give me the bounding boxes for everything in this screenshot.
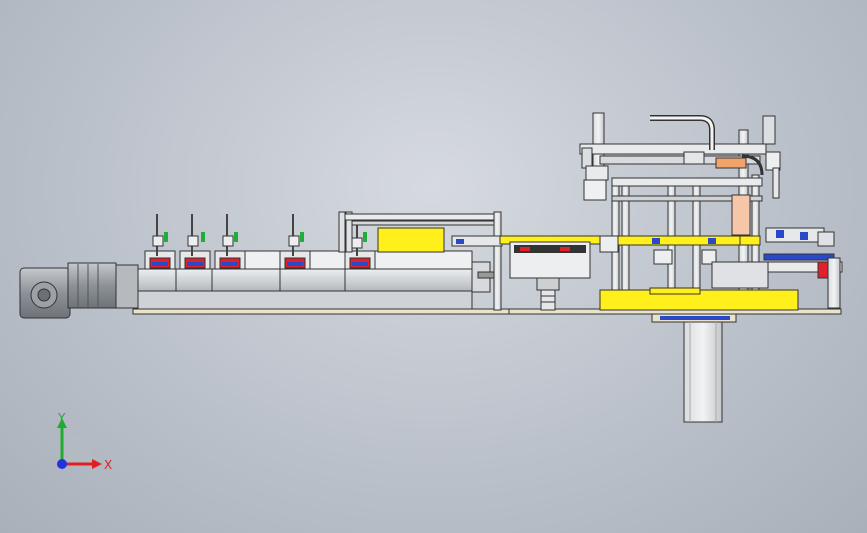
triad-quarter-disk: [62, 432, 94, 464]
x-axis-label: X: [104, 458, 112, 472]
base-plate-left: [132, 308, 510, 315]
slide-unit[interactable]: [451, 235, 603, 311]
y-axis-label: Y: [57, 411, 66, 425]
conveyor-fixture-4[interactable]: [279, 214, 311, 270]
x-axis-arrowhead: [92, 459, 102, 469]
conveyor-fixture-5[interactable]: [344, 222, 376, 270]
y-axis-arrowhead: [57, 418, 67, 428]
conveyor-fixture-1[interactable]: [144, 214, 176, 270]
coordinate-triad-icon: Y X: [57, 411, 112, 472]
z-axis-origin: [57, 459, 67, 469]
rotary-table[interactable]: [599, 287, 799, 323]
gear-motor[interactable]: [19, 262, 139, 319]
right-station[interactable]: [711, 227, 843, 309]
lift-column[interactable]: [683, 321, 723, 423]
transfer-frame[interactable]: [338, 211, 502, 311]
conveyor-fixture-2[interactable]: [179, 214, 211, 270]
conveyor-fixture-3[interactable]: [214, 214, 246, 270]
gantry-yellow-rail: [599, 235, 761, 265]
